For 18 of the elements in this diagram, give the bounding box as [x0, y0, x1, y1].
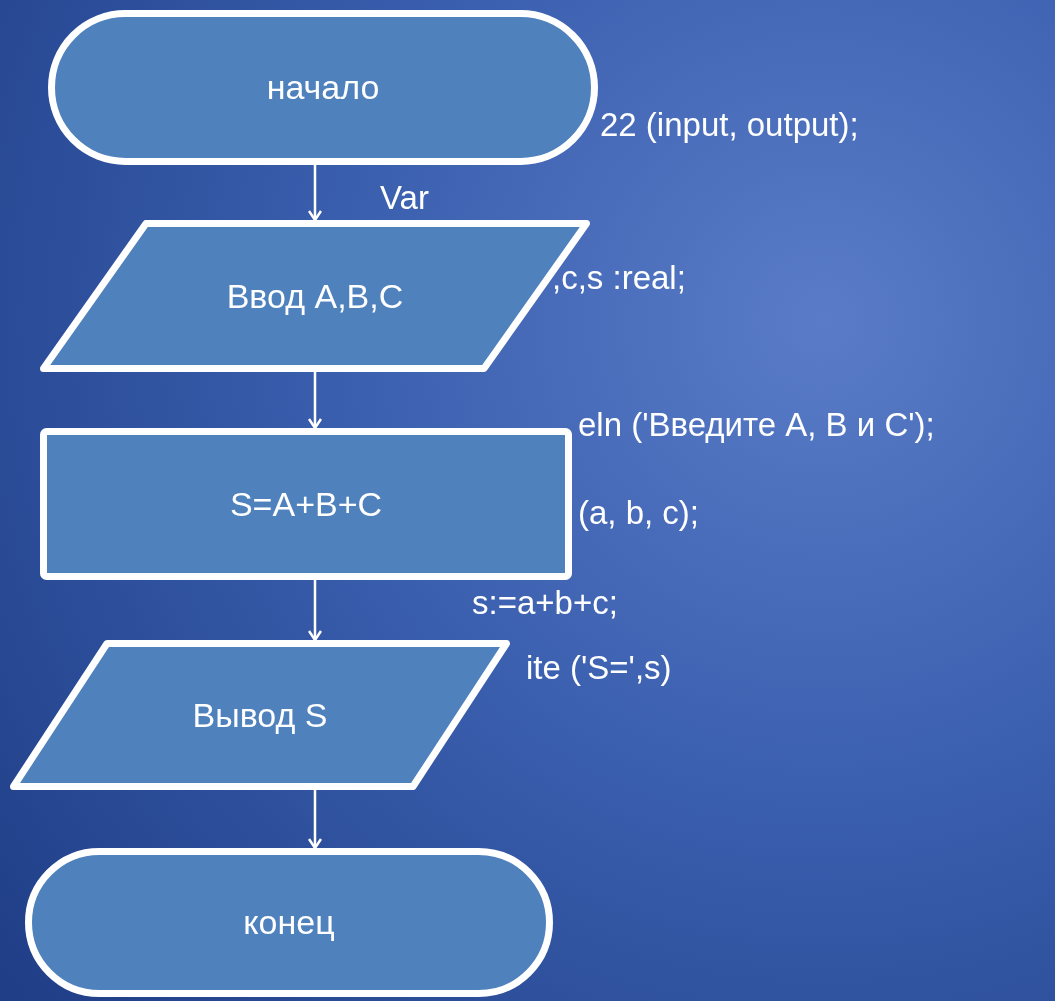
node-label: Вывод S	[192, 694, 328, 736]
code-line: 22 (input, output);	[600, 105, 859, 145]
process-box	[40, 428, 572, 580]
code-line: ,c,s :real;	[552, 258, 686, 298]
arrow	[307, 372, 323, 430]
arrow	[307, 790, 323, 850]
code-line: eln ('Введите A, B и C');	[578, 405, 935, 445]
arrow	[307, 580, 323, 642]
io-parallelogram	[10, 640, 510, 790]
code-line: ite ('S=',s)	[526, 648, 672, 688]
code-line: s:=a+b+c;	[472, 583, 618, 623]
code-line: (a, b, c);	[578, 493, 700, 533]
node-label: конец	[243, 902, 335, 943]
node-label: Ввод A,B,C	[226, 275, 404, 317]
arrow	[307, 165, 323, 222]
node-label: S=A+B+C	[229, 483, 383, 525]
node-label: начало	[266, 67, 380, 108]
code-line: Var	[380, 178, 429, 218]
